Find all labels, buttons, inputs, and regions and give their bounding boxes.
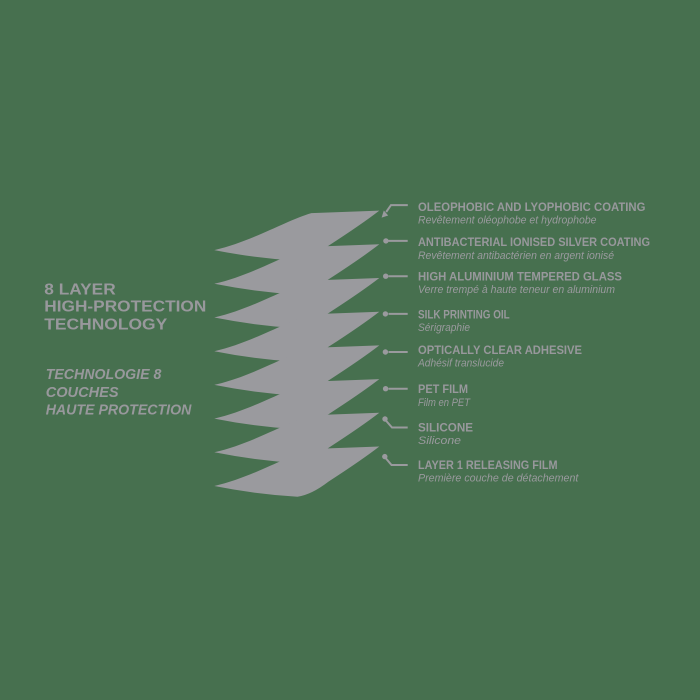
svg-text:8 LAYER: 8 LAYER	[44, 281, 116, 298]
svg-text:HAUTE PROTECTION: HAUTE PROTECTION	[46, 401, 193, 418]
svg-text:Silicone: Silicone	[418, 435, 461, 447]
svg-text:Film en PET: Film en PET	[418, 397, 471, 409]
svg-text:SILICONE: SILICONE	[418, 421, 473, 435]
svg-text:Adhésif translucide: Adhésif translucide	[417, 357, 504, 369]
svg-text:COUCHES: COUCHES	[46, 384, 119, 401]
svg-text:Revêtement antibactérien en ar: Revêtement antibactérien en argent ionis…	[418, 250, 614, 262]
svg-text:LAYER 1 RELEASING FILM: LAYER 1 RELEASING FILM	[418, 458, 558, 472]
svg-text:OLEOPHOBIC AND LYOPHOBIC COATI: OLEOPHOBIC AND LYOPHOBIC COATING	[418, 200, 645, 214]
svg-text:ANTIBACTERIAL IONISED SILVER C: ANTIBACTERIAL IONISED SILVER COATING	[418, 235, 650, 249]
svg-text:Première couche de détachement: Première couche de détachement	[418, 473, 579, 485]
svg-text:Verre trempé à haute teneur en: Verre trempé à haute teneur en aluminium	[418, 284, 615, 296]
svg-text:SILK PRINTING OIL: SILK PRINTING OIL	[418, 308, 510, 322]
svg-text:TECHNOLOGY: TECHNOLOGY	[44, 317, 167, 334]
svg-text:HIGH ALUMINIUM TEMPERED GLASS: HIGH ALUMINIUM TEMPERED GLASS	[418, 269, 622, 283]
svg-text:TECHNOLOGIE 8: TECHNOLOGIE 8	[46, 366, 162, 383]
svg-text:Sérigraphie: Sérigraphie	[418, 322, 470, 334]
svg-text:Revêtement oléophobe et hydrop: Revêtement oléophobe et hydrophobe	[418, 214, 597, 226]
svg-text:PET FILM: PET FILM	[418, 382, 468, 396]
svg-text:HIGH-PROTECTION: HIGH-PROTECTION	[44, 299, 206, 316]
svg-text:OPTICALLY CLEAR ADHESIVE: OPTICALLY CLEAR ADHESIVE	[418, 343, 582, 357]
